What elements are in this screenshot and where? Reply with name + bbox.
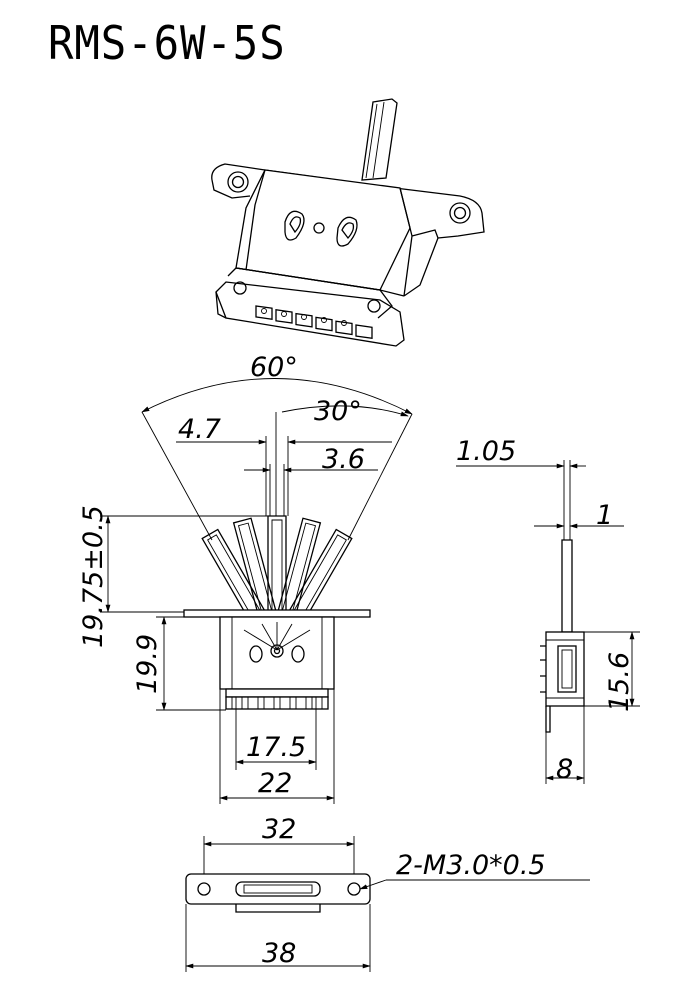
dim-plate-gap: 1 <box>596 500 613 531</box>
dim-side-depth: 8 <box>556 754 573 785</box>
dim-angle-60: 60° <box>250 352 298 383</box>
dim-plate-thickness: 1.05 <box>456 436 516 467</box>
dim-screw-spec: 2-M3.0*0.5 <box>396 850 546 881</box>
terminal-tabs <box>255 305 373 340</box>
bottom-view: 32 2-M3.0*0.5 38 <box>185 814 590 972</box>
isometric-view <box>211 98 485 347</box>
lever-positions <box>201 515 353 623</box>
dim-body-height: 19.9 <box>132 634 163 694</box>
front-terminals <box>231 696 323 710</box>
dim-lever-tip: 3.6 <box>322 444 365 475</box>
side-view: 1.05 1 15.6 8 <box>456 436 640 785</box>
dim-body-width: 22 <box>258 768 292 799</box>
dim-lever-height: 19.75±0.5 <box>78 505 109 648</box>
dim-pin-span: 17.5 <box>246 732 306 763</box>
dim-lever-width: 4.7 <box>178 414 221 445</box>
dim-side-height: 15.6 <box>604 652 635 712</box>
dim-hole-spacing: 32 <box>262 814 296 845</box>
dim-angle-30: 30° <box>314 396 362 427</box>
front-view: 60° 30° 4.7 3.6 19.75±0.5 19.9 17.5 22 <box>78 352 413 804</box>
part-number-title: RMS-6W-5S <box>48 16 286 70</box>
dim-plate-length: 38 <box>262 938 296 969</box>
